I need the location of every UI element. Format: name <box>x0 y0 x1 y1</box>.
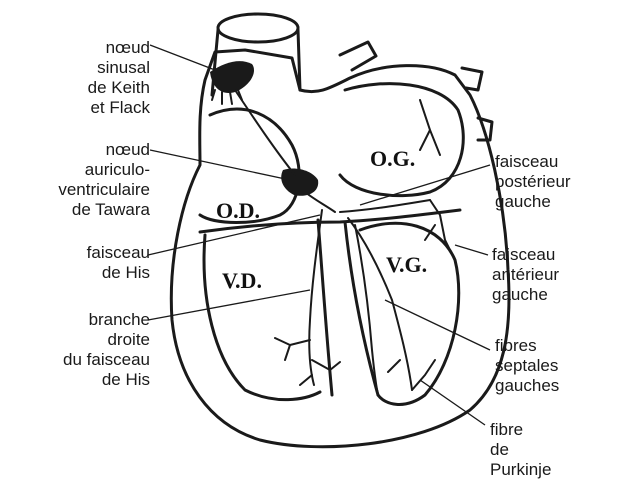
label-fibre-purkinje: fibre de Purkinje <box>490 420 551 480</box>
leader-faisceau-anterieur <box>455 245 488 255</box>
label-noeud-av: nœud auriculo- ventriculaire de Tawara <box>58 140 150 220</box>
label-fibres-septales: fibres septales gauches <box>495 336 559 396</box>
left-posterior-fascicle <box>340 200 430 212</box>
pulmonary-vessel <box>340 42 376 70</box>
internodal-tract <box>235 90 295 175</box>
chamber-label-og: O.G. <box>370 146 415 172</box>
label-noeud-sinusal: nœud sinusal de Keith et Flack <box>88 38 150 118</box>
right-ventricle-wall <box>204 235 320 400</box>
his-bundle <box>305 192 335 212</box>
av-node <box>281 168 318 195</box>
chamber-label-od: O.D. <box>216 198 260 224</box>
left-atrial-fibres <box>420 100 440 155</box>
aorta-opening <box>218 14 298 42</box>
sinus-node <box>210 61 254 93</box>
label-faisceau-anterieur: faisceau antérieur gauche <box>492 245 559 305</box>
label-faisceau-his: faisceau de His <box>87 243 150 283</box>
label-branche-droite: branche droite du faisceau de His <box>63 310 150 390</box>
chamber-label-vg: V.G. <box>386 252 427 278</box>
chamber-label-vd: V.D. <box>222 268 262 294</box>
label-faisceau-posterieur: faisceau postérieur gauche <box>495 152 571 212</box>
leader-noeud-sinusal <box>150 45 215 70</box>
leader-fibres-septales <box>385 300 490 350</box>
leader-noeud-av <box>150 150 290 180</box>
leader-fibre-purkinje <box>420 380 485 425</box>
